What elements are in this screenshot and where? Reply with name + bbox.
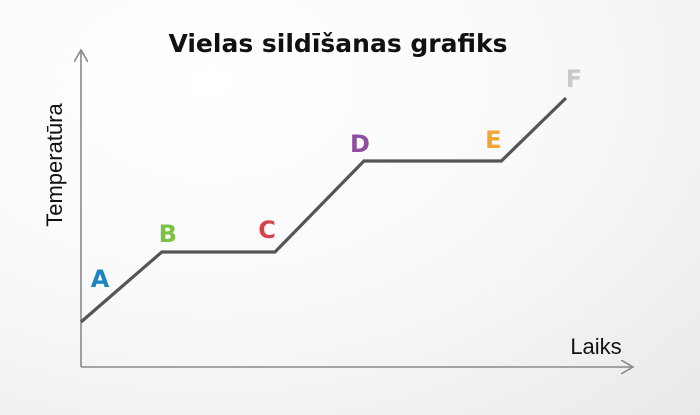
point-label-c: C <box>258 216 276 244</box>
chart-title: Vielas sildīšanas grafiks <box>168 29 507 58</box>
x-axis-label: Laiks <box>570 334 621 359</box>
point-label-f: F <box>566 65 582 93</box>
point-label-a: A <box>91 265 110 293</box>
temperature-line <box>79 96 568 324</box>
point-label-e: E <box>485 126 501 154</box>
point-labels: A B C D E F <box>91 65 582 293</box>
point-label-d: D <box>350 130 370 158</box>
y-axis-label: Temperatūra <box>42 102 67 226</box>
point-label-b: B <box>159 220 177 248</box>
